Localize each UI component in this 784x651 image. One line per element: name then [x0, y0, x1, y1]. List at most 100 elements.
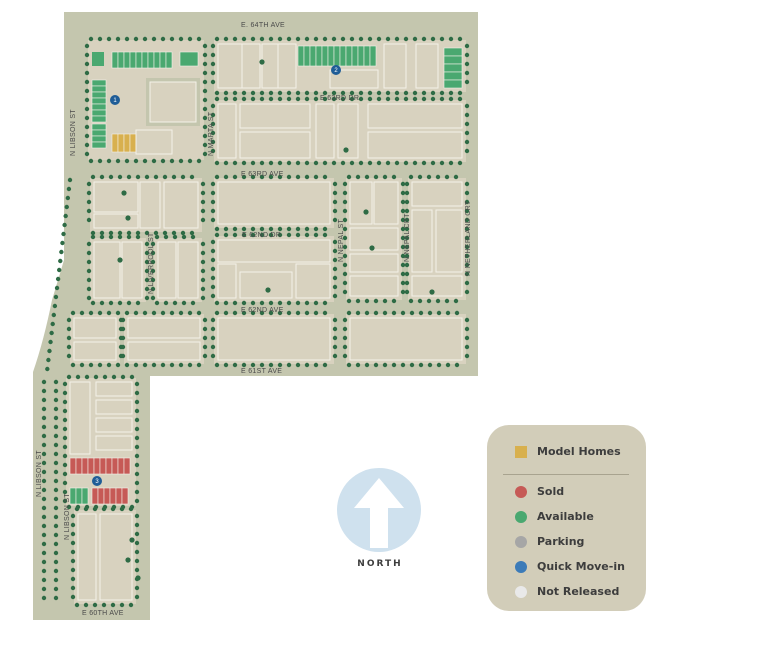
tree-dot: [84, 88, 90, 94]
model-homes-swatch-icon: [515, 445, 527, 458]
tree-dot: [74, 506, 80, 512]
tree-dot: [210, 121, 216, 127]
tree-dot: [400, 310, 406, 316]
tree-dot: [241, 300, 247, 306]
tree-dot: [223, 96, 229, 102]
tree-dot: [268, 36, 274, 42]
tree-dot: [259, 300, 265, 306]
tree-dot: [111, 374, 117, 380]
tree-dot: [128, 602, 134, 608]
tree-dot: [342, 326, 348, 332]
tree-dot: [124, 36, 130, 42]
tree-dot: [332, 217, 338, 223]
tree-dot: [53, 541, 59, 547]
tree-dot: [202, 142, 208, 148]
tree-dot: [144, 295, 150, 301]
tree-dot: [70, 540, 76, 546]
tree-dot: [464, 148, 470, 154]
tree-dot: [202, 97, 208, 103]
tree-dot: [53, 577, 59, 583]
tree-dot: [62, 222, 67, 228]
tree-dot: [364, 298, 370, 304]
tree-dot: [134, 522, 140, 528]
tree-dot: [268, 232, 274, 238]
tree-dot: [376, 90, 382, 96]
tree-dot: [304, 226, 310, 232]
tree-dot: [178, 158, 184, 164]
tree-dot: [88, 310, 94, 316]
tree-dot: [445, 362, 451, 368]
tree-dot: [60, 240, 65, 246]
block-north-central: [214, 100, 466, 162]
tree-dot: [404, 235, 410, 241]
badge-3[interactable]: 3: [92, 476, 102, 486]
tree-dot: [364, 362, 370, 368]
tree-dot: [400, 280, 406, 286]
legend-item-model-homes: Model Homes: [515, 445, 621, 458]
tree-dot: [41, 451, 47, 457]
tree-dot: [41, 595, 47, 601]
tree-dot: [120, 353, 126, 359]
badge-1[interactable]: 1: [110, 95, 120, 105]
tree-dot: [134, 540, 140, 546]
tree-dot: [160, 362, 166, 368]
tree-dot: [202, 326, 208, 332]
tree-dot: [403, 90, 409, 96]
tree-dot: [232, 174, 238, 180]
tree-dot: [250, 226, 256, 232]
tree-dot: [196, 362, 202, 368]
tree-dot: [84, 106, 90, 112]
tree-dot: [202, 151, 208, 157]
street-e61st: E 61ST AVE: [241, 368, 282, 375]
tree-dot: [295, 300, 301, 306]
tree-dot: [286, 232, 292, 238]
tree-dot: [210, 190, 216, 196]
tree-dot: [210, 266, 216, 272]
tree-dot: [88, 36, 94, 42]
tree-dot: [99, 230, 105, 236]
tree-dot: [404, 280, 410, 286]
tree-dot: [400, 217, 406, 223]
tree-dot: [110, 506, 116, 512]
tree-dot: [286, 90, 292, 96]
tree-dot: [62, 498, 68, 504]
street-n-nepal-st: N NEPAL ST: [338, 219, 345, 262]
tree-dot: [322, 96, 328, 102]
street-e62nd-dr: E 62ND DR: [242, 232, 281, 239]
tree-dot: [268, 362, 274, 368]
tree-dot: [189, 230, 195, 236]
tree-dot: [70, 310, 76, 316]
tree-dot: [464, 289, 470, 295]
tree-dot: [53, 415, 59, 421]
tree-dot: [128, 506, 134, 512]
tree-dot: [62, 408, 68, 414]
tree-dot: [464, 130, 470, 136]
tree-dot: [332, 199, 338, 205]
tree-dot: [64, 204, 69, 210]
tree-dot: [41, 406, 47, 412]
tree-dot: [464, 43, 470, 49]
tree-dot: [295, 96, 301, 102]
tree-dot: [134, 480, 140, 486]
tree-dot: [83, 602, 89, 608]
tree-dot: [99, 234, 105, 240]
tree-dot: [125, 557, 131, 563]
tree-dot: [134, 408, 140, 414]
tree-dot: [418, 362, 424, 368]
block-central-east: [346, 178, 466, 300]
tree-dot: [50, 321, 55, 327]
tree-dot: [464, 326, 470, 332]
tree-dot: [382, 362, 388, 368]
tree-dot: [342, 181, 348, 187]
svg-text:1: 1: [113, 98, 117, 104]
tree-dot: [322, 226, 328, 232]
tree-dot: [202, 335, 208, 341]
tree-dot: [214, 174, 220, 180]
tree-dot: [53, 550, 59, 556]
tree-dot: [210, 103, 216, 109]
badge-2[interactable]: 2: [331, 65, 341, 75]
tree-dot: [259, 362, 265, 368]
tree-dot: [41, 532, 47, 538]
tree-dot: [196, 310, 202, 316]
street-n-nepal-crt: N NEPAL CRT: [404, 213, 411, 262]
